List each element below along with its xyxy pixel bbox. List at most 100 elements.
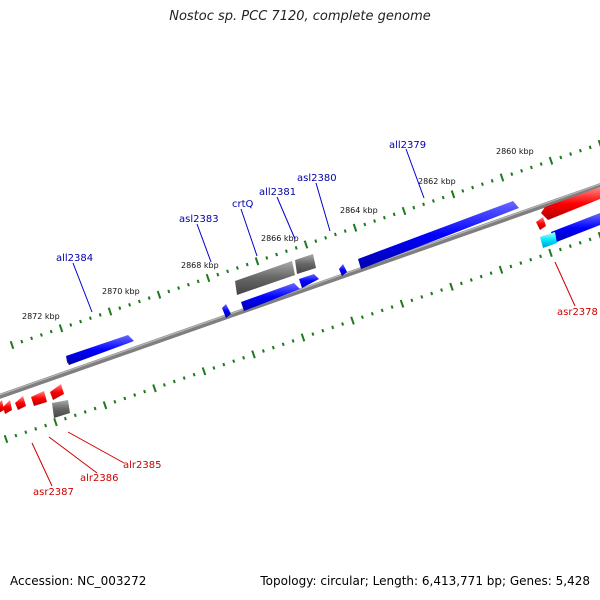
gene-forward-left-1[interactable] (15, 396, 26, 410)
upper-scale-tick (254, 257, 260, 266)
gene-label-crtQ[interactable]: crtQ (232, 199, 254, 210)
lower-scale-tick (350, 316, 355, 325)
gene-label-asr2387[interactable]: asr2387 (33, 487, 74, 498)
upper-scale-tick (578, 148, 582, 153)
lower-scale-tick (341, 322, 345, 326)
upper-scale-tick (324, 235, 328, 240)
upper-scale-tick (471, 185, 475, 190)
lower-scale-tick (162, 383, 166, 387)
gene-label-alr2386[interactable]: alr2386 (80, 473, 118, 484)
gene-label-all2379[interactable]: all2379 (389, 140, 426, 151)
lower-scale-tick (113, 399, 117, 404)
lower-scale-tick (192, 372, 196, 377)
upper-scale-tick (177, 286, 181, 290)
upper-scale-tick (235, 266, 239, 270)
scale-label-2872: 2872 kbp (22, 312, 60, 321)
upper-scale-tick (461, 189, 465, 193)
upper-scale-tick (265, 256, 269, 260)
lower-scale-tick (232, 359, 236, 364)
upper-scale-tick (284, 249, 288, 254)
upper-scale-tick (314, 239, 318, 244)
upper-scale-tick (490, 178, 494, 183)
upper-scale-tick (539, 162, 543, 166)
gene-all2381[interactable] (299, 274, 319, 288)
gene-asr2378[interactable] (540, 232, 557, 248)
lower-scale-tick (123, 396, 127, 401)
gene-grey-small[interactable] (295, 254, 316, 274)
gene-label-asl2383[interactable]: asl2383 (179, 214, 219, 225)
gene-reverse-right-edge[interactable] (551, 213, 600, 243)
upper-scale-tick (480, 182, 484, 187)
lower-scale-tick (539, 254, 543, 259)
gene-forward-left-2[interactable] (3, 400, 12, 414)
upper-scale-tick (548, 156, 554, 165)
lower-scale-tick (489, 271, 493, 276)
accession-text: Accession: NC_003272 (10, 574, 147, 588)
gene-grey-large[interactable] (235, 261, 295, 295)
upper-scale-tick (569, 152, 573, 156)
gene-alr2385[interactable] (52, 400, 70, 418)
connector-asr2387 (31, 442, 53, 487)
upper-scale-tick (128, 302, 132, 307)
lower-scale-tick (399, 299, 405, 308)
upper-scale-tick (30, 336, 34, 341)
gene-label-asl2380[interactable]: asl2380 (297, 173, 337, 184)
upper-scale-tick (450, 190, 456, 199)
lower-scale-tick (34, 426, 38, 431)
gene-label-all2384[interactable]: all2384 (56, 253, 93, 264)
connector-all2379 (405, 148, 425, 199)
gene-forward-left-3[interactable] (0, 400, 4, 413)
lower-scale-tick (102, 401, 108, 410)
gene-forward-right-edge[interactable] (541, 187, 600, 220)
lower-scale-tick (548, 248, 553, 258)
upper-scale-tick (343, 229, 347, 233)
gene-label-asr2378[interactable]: asr2378 (557, 307, 598, 318)
lower-scale-tick (390, 305, 394, 309)
upper-scale-tick (373, 219, 377, 223)
lower-scale-tick (558, 247, 562, 252)
connector-alr2386 (48, 436, 98, 474)
upper-scale-tick (422, 202, 426, 207)
upper-scale-tick (275, 252, 279, 257)
scale-ticks-upper (9, 139, 600, 350)
connector-all2381 (276, 196, 296, 240)
lower-scale-tick (143, 389, 147, 394)
upper-scale-tick (303, 240, 309, 249)
scale-label-2868: 2868 kbp (181, 261, 219, 270)
upper-scale-tick (352, 223, 358, 232)
lower-scale-tick (242, 355, 246, 360)
upper-scale-tick (382, 215, 386, 220)
genome-stats-text: Topology: circular; Length: 6,413,771 bp… (260, 574, 590, 588)
lower-scale-tick (588, 237, 592, 242)
lower-scale-tick (469, 278, 473, 282)
lower-scale-tick (479, 274, 483, 279)
lower-scale-tick (380, 308, 384, 313)
upper-scale-tick (216, 272, 220, 277)
upper-scale-tick (597, 139, 600, 148)
gene-all2379[interactable] (358, 201, 519, 269)
lower-scale-tick (182, 376, 186, 380)
upper-scale-tick (39, 333, 43, 337)
lower-scale-tick (578, 240, 582, 245)
scale-label-2862: 2862 kbp (418, 177, 456, 186)
lower-scale-tick (291, 339, 295, 343)
upper-scale-tick (510, 172, 514, 177)
lower-scale-tick (459, 281, 463, 286)
upper-scale-tick (392, 212, 396, 217)
gene-label-alr2385[interactable]: alr2385 (123, 460, 161, 471)
upper-scale-tick (118, 306, 122, 311)
lower-scale-tick (93, 406, 97, 411)
gene-alr2386[interactable] (50, 384, 64, 400)
gene-asr2387[interactable] (31, 391, 47, 406)
lower-scale-tick (201, 367, 207, 376)
gene-all2384[interactable] (66, 335, 134, 365)
gene-asl2380[interactable] (339, 264, 347, 276)
upper-scale-tick (441, 195, 445, 200)
gene-label-all2381[interactable]: all2381 (259, 187, 296, 198)
gene-forward-right-small[interactable] (536, 217, 546, 230)
forward-strand-genes (0, 187, 600, 414)
lower-scale-tick (498, 265, 504, 274)
lower-scale-tick (410, 298, 414, 303)
gene-crtQ[interactable] (241, 283, 300, 311)
gene-asl2383[interactable] (222, 304, 231, 318)
